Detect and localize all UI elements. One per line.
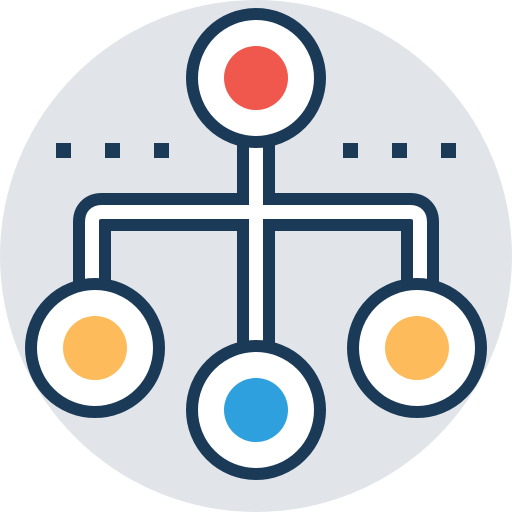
bottom-node-dot: [224, 378, 288, 442]
dot: [105, 143, 120, 158]
dot: [154, 143, 169, 158]
dot: [441, 143, 456, 158]
bottom-node: [186, 340, 326, 480]
dot: [56, 143, 71, 158]
left-node-dot: [63, 316, 127, 380]
right-node: [347, 278, 487, 418]
connector-inner: [85, 110, 427, 380]
dot: [392, 143, 407, 158]
connector-lines: [73, 110, 439, 380]
top-node: [186, 8, 326, 148]
dot: [343, 143, 358, 158]
top-node-dot: [224, 46, 288, 110]
dotted-line-group: [56, 143, 456, 158]
left-node: [25, 278, 165, 418]
right-node-dot: [385, 316, 449, 380]
